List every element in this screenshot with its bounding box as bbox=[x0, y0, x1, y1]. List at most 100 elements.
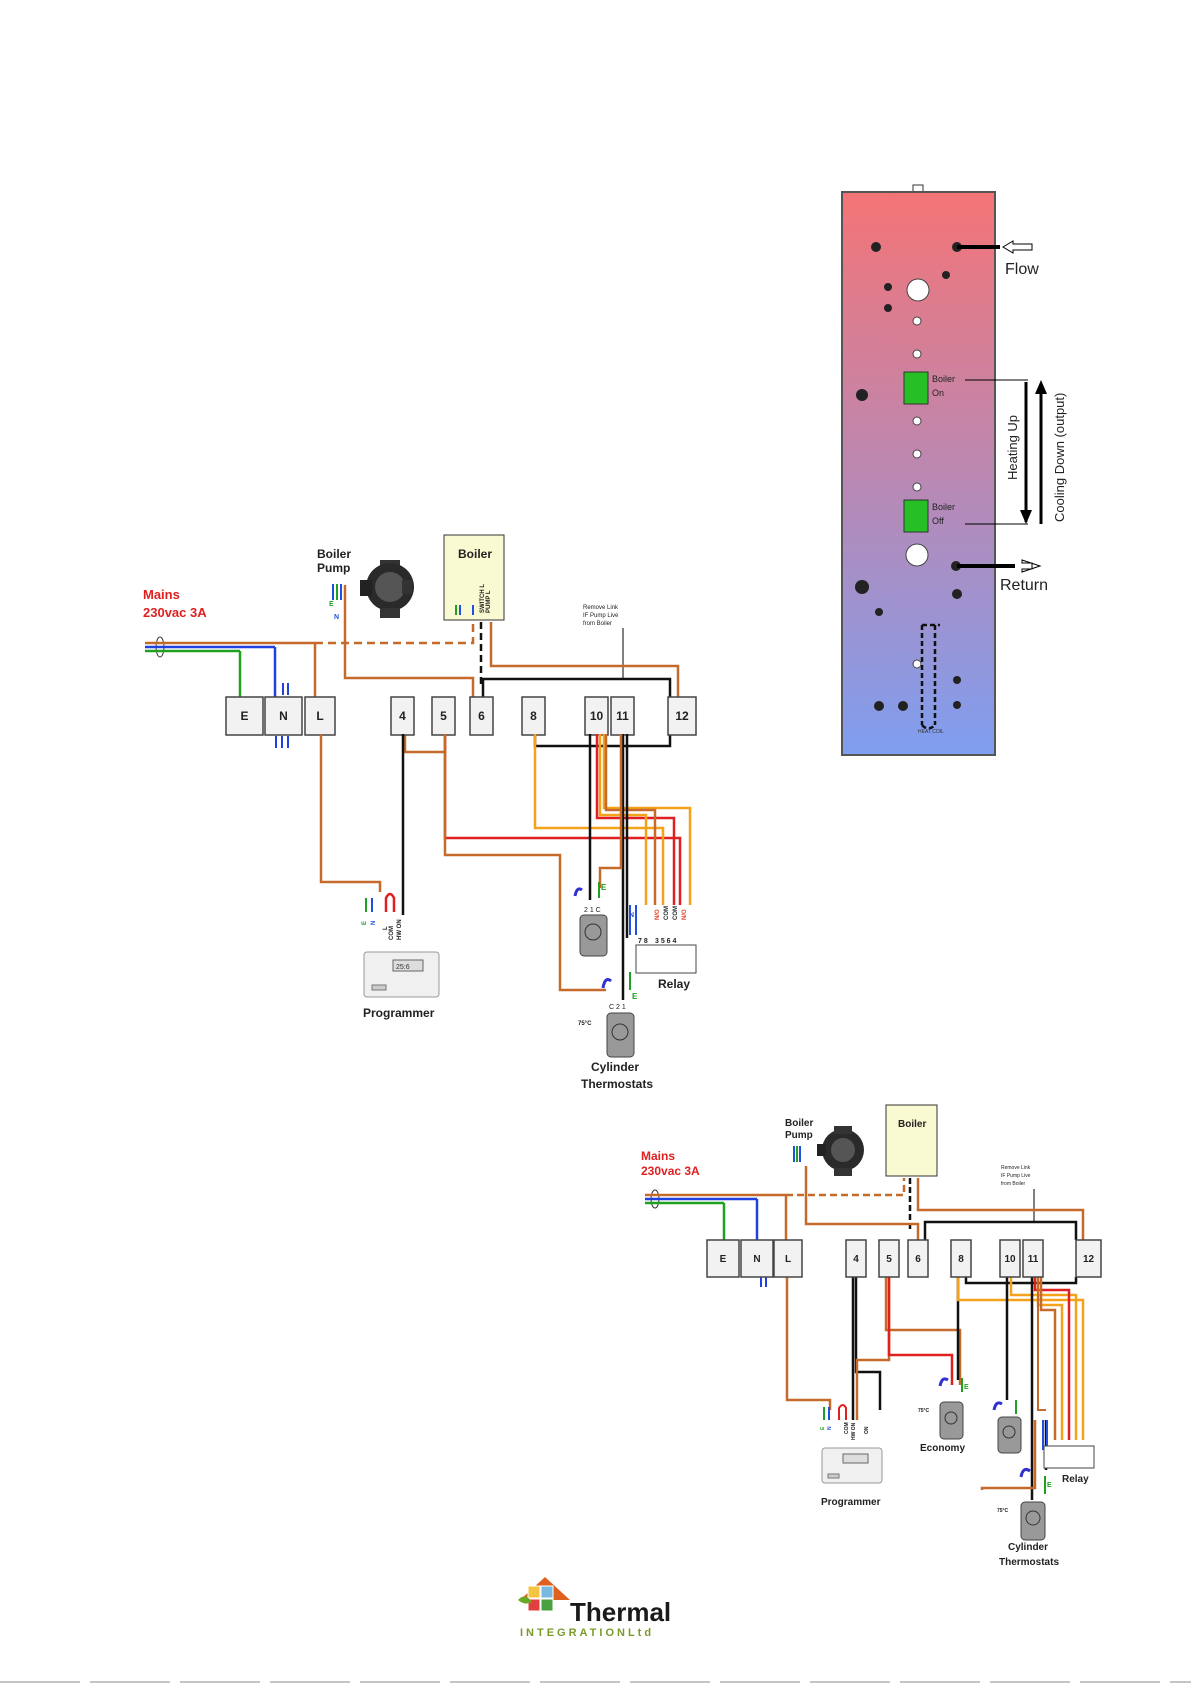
terminal-11 bbox=[1022, 1239, 1044, 1278]
terminal-label-6: 6 bbox=[915, 1254, 921, 1265]
terminal-label-12: 12 bbox=[1083, 1254, 1095, 1265]
terminal-N bbox=[264, 696, 303, 736]
svg-text:Relay: Relay bbox=[1062, 1474, 1089, 1485]
terminal-12 bbox=[1075, 1239, 1102, 1278]
programmer-icon-bottom bbox=[821, 1447, 883, 1484]
svg-text:Thermostats: Thermostats bbox=[999, 1557, 1059, 1568]
economy-thermostat bbox=[939, 1401, 964, 1440]
terminal-label-E: E bbox=[240, 709, 248, 723]
terminal-label-8: 8 bbox=[958, 1254, 964, 1265]
svg-text:E: E bbox=[329, 601, 334, 608]
svg-text:L: L bbox=[383, 926, 389, 930]
svg-text:E: E bbox=[964, 1384, 969, 1391]
svg-text:Remove Link: Remove Link bbox=[1001, 1165, 1031, 1171]
terminal-5 bbox=[431, 696, 456, 736]
heating-up-label: Heating Up bbox=[1005, 415, 1020, 480]
terminal-label-L: L bbox=[785, 1254, 791, 1265]
svg-text:N/O: N/O bbox=[682, 909, 688, 920]
relay-label: Relay bbox=[658, 977, 690, 991]
terminal-E bbox=[225, 696, 264, 736]
wiring-diagram-top: Mains 230vac 3A Boiler Pump E N Boiler S… bbox=[143, 534, 697, 1091]
terminal-5 bbox=[878, 1239, 900, 1278]
svg-text:E: E bbox=[362, 921, 368, 925]
relay-box-bottom bbox=[1043, 1445, 1095, 1469]
boiler-off-label-2: Off bbox=[932, 516, 944, 526]
svg-text:Boiler: Boiler bbox=[898, 1119, 926, 1130]
terminal-label-5: 5 bbox=[440, 709, 447, 723]
boiler-on-label-2: On bbox=[932, 388, 944, 398]
terminal-label-10: 10 bbox=[1004, 1254, 1016, 1265]
svg-text:N: N bbox=[827, 1426, 833, 1430]
cylinder-body bbox=[841, 191, 996, 756]
svg-text:E: E bbox=[1047, 1482, 1052, 1489]
cylinder-thermostats-label-2: Thermostats bbox=[581, 1077, 653, 1091]
svg-text:N: N bbox=[629, 912, 634, 919]
boiler-on-stat bbox=[903, 371, 929, 405]
terminal-label-12: 12 bbox=[675, 709, 689, 723]
terminal-label-N: N bbox=[279, 709, 288, 723]
pump-label-2: Pump bbox=[317, 561, 350, 575]
return-arrow-icon bbox=[1021, 559, 1042, 573]
terminal-label-L: L bbox=[316, 709, 323, 723]
remove-link-note-2: IF Pump Live bbox=[583, 613, 619, 619]
cylinder-sensor-pockets bbox=[905, 278, 930, 669]
svg-text:E: E bbox=[820, 1426, 826, 1430]
terminal-E bbox=[706, 1239, 740, 1278]
svg-text:3 5 6 4: 3 5 6 4 bbox=[655, 938, 677, 945]
svg-text:IF Pump Live: IF Pump Live bbox=[1001, 1173, 1031, 1179]
cylinder-ports bbox=[855, 242, 962, 711]
terminal-label-4: 4 bbox=[853, 1254, 859, 1265]
terminal-label-E: E bbox=[720, 1254, 727, 1265]
svg-text:Boiler: Boiler bbox=[785, 1118, 813, 1129]
terminal-label-5: 5 bbox=[886, 1254, 892, 1265]
remove-link-note-3: from Boiler bbox=[583, 621, 612, 627]
svg-text:SWITCH L: SWITCH L bbox=[480, 584, 486, 613]
terminal-6 bbox=[469, 696, 494, 736]
svg-text:75°C: 75°C bbox=[578, 1021, 592, 1027]
svg-text:HW ON: HW ON bbox=[397, 919, 403, 940]
boiler-on-label-1: Boiler bbox=[932, 374, 955, 384]
terminal-N bbox=[740, 1239, 774, 1278]
terminal-label-11: 11 bbox=[616, 709, 629, 723]
thermostat-lower bbox=[606, 1012, 635, 1058]
svg-text:E: E bbox=[632, 992, 638, 1001]
terminal-label-6: 6 bbox=[478, 709, 485, 723]
terminal-4 bbox=[845, 1239, 867, 1278]
terminal-L bbox=[773, 1239, 803, 1278]
programmer-icon: 25:6 bbox=[363, 951, 440, 998]
svg-text:C 2 1: C 2 1 bbox=[609, 1004, 626, 1011]
terminal-label-8: 8 bbox=[530, 709, 537, 723]
thermostat-middle-bottom bbox=[997, 1416, 1022, 1454]
svg-text:COM: COM bbox=[664, 906, 670, 920]
cylinder-thermostats-label-1: Cylinder bbox=[591, 1060, 639, 1074]
mains-label: Mains bbox=[143, 587, 180, 602]
flow-arrow-icon bbox=[1002, 240, 1033, 254]
svg-text:HW ON: HW ON bbox=[851, 1422, 857, 1440]
logo-sub: INTEGRATIONLtd bbox=[520, 1627, 654, 1639]
relay-box bbox=[635, 944, 697, 974]
cooling-down-label: Cooling Down (output) bbox=[1052, 393, 1067, 522]
svg-text:Mains: Mains bbox=[641, 1149, 675, 1163]
logo-word: Thermal bbox=[570, 1597, 671, 1627]
boiler-off-stat bbox=[903, 499, 929, 533]
pump-label-1: Boiler bbox=[317, 547, 351, 561]
boiler-off-label-1: Boiler bbox=[932, 502, 955, 512]
coil-label: HEAT COIL bbox=[918, 729, 944, 735]
pump-icon-bottom bbox=[817, 1126, 864, 1176]
svg-text:COM: COM bbox=[673, 906, 679, 920]
terminal-label-11: 11 bbox=[1028, 1254, 1039, 1265]
flow-label: Flow bbox=[1005, 261, 1039, 278]
wiring-diagram-bottom: Mains 230vac 3A Boiler Pump Boiler Remov… bbox=[641, 1104, 1102, 1568]
terminal-label-4: 4 bbox=[399, 709, 406, 723]
svg-text:Cylinder: Cylinder bbox=[1008, 1542, 1048, 1553]
svg-text:COM: COM bbox=[389, 926, 395, 940]
terminal-6 bbox=[907, 1239, 929, 1278]
pump-icon bbox=[360, 560, 414, 618]
svg-text:2 1 C: 2 1 C bbox=[584, 907, 601, 914]
svg-text:230vac 3A: 230vac 3A bbox=[641, 1164, 700, 1178]
svg-text:PUMP L: PUMP L bbox=[486, 590, 492, 613]
svg-text:N: N bbox=[334, 614, 339, 621]
programmer-label: Programmer bbox=[363, 1006, 435, 1020]
